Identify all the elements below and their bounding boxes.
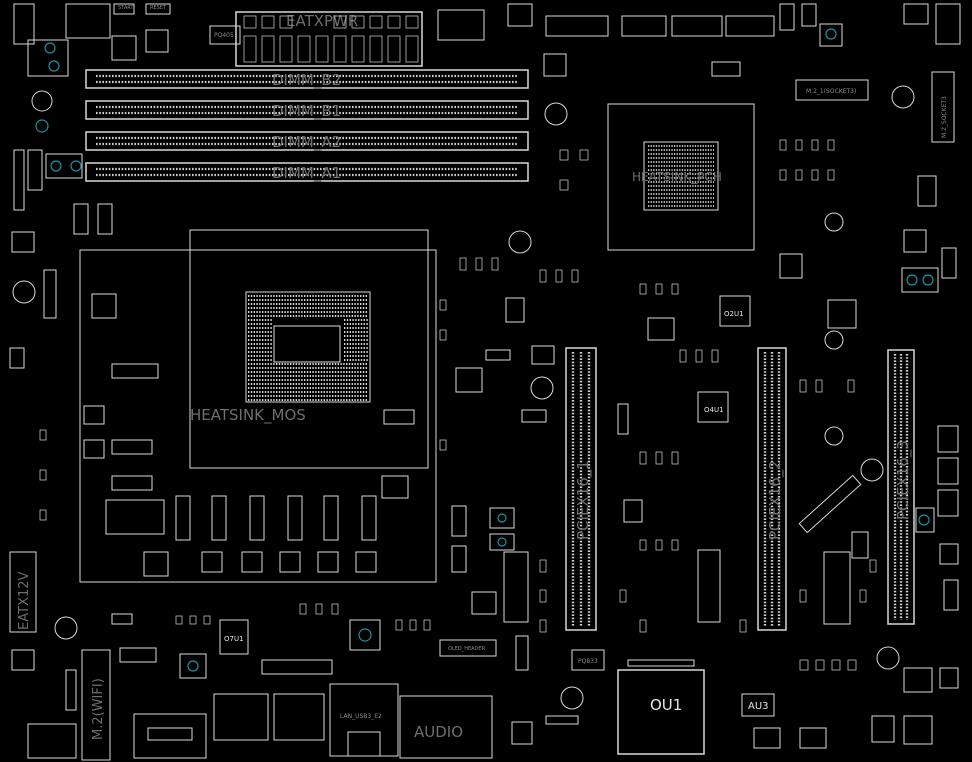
audio-label: AUDIO <box>414 723 463 741</box>
heatsink-pch-label: HEATSINK_PCH <box>632 170 722 184</box>
m2-wifi-label: M.2(WIFI) <box>91 678 106 740</box>
start-label: START <box>118 5 134 11</box>
oled-header <box>439 639 497 657</box>
pciex16-1-slot <box>565 347 597 631</box>
m2-socket3-slot <box>795 79 869 101</box>
pciex16-2-label: PCIEX16_2 <box>766 460 785 540</box>
dimm-a1-label: DIMM_A1 <box>272 164 341 183</box>
m2-socket3-label: M.2_1(SOCKET3) <box>806 88 856 95</box>
cpu-area: HEATSINK_MOS <box>79 229 437 583</box>
left-column-components: EATX12V M.2(WIFI) <box>9 90 113 761</box>
dimm-a2-slot <box>85 131 529 151</box>
pq405-label: PQ405 <box>214 32 234 39</box>
au3-label: AU3 <box>748 701 769 712</box>
dimm-b2-label: DIMM_B2 <box>272 71 341 90</box>
cpu-socket-outline <box>189 229 429 469</box>
dimm-b1-slot <box>85 100 529 120</box>
top-edge-components: START RESET PQ405 EATXPWR <box>13 3 961 77</box>
o7u1-label: O7U1 <box>224 635 244 643</box>
heatsink-mos-outline <box>79 249 437 583</box>
heatsink-mos-label: HEATSINK_MOS <box>190 406 306 425</box>
right-middle-components: O2U1 O4U1 PCIEX16_2 PCIEX16_3 <box>617 295 959 631</box>
ou1-label: OU1 <box>650 696 682 714</box>
m2-wifi-slot <box>81 649 111 761</box>
bottom-components: O7U1 LAN_USB3_E2 AUDIO OLED_HEADER PQ833… <box>111 613 959 759</box>
reset-label: RESET <box>150 5 167 11</box>
eatx12v-connector <box>9 551 37 633</box>
atx-power-connector <box>235 11 423 67</box>
pciex16-1-label: PCIEX16_1 <box>574 460 593 540</box>
pq833-label: PQ833 <box>578 658 598 665</box>
center-components: PCIEX16_1 <box>383 53 597 631</box>
passive-components <box>39 139 877 671</box>
oled-header-label: OLED_HEADER <box>448 646 486 652</box>
lan-usb-connector <box>329 683 399 757</box>
audio-connector <box>399 695 493 759</box>
pch-area: HEATSINK_PCH M.2_1(SOCKET3) M.2_SOCKET3 <box>607 61 957 350</box>
dimm-b2-slot <box>85 69 529 89</box>
eatx12v-label: EATX12V <box>17 572 32 630</box>
o4u1-label: O4U1 <box>704 406 724 414</box>
dimm-a1-slot <box>85 162 529 182</box>
dimm-a2-label: DIMM_A2 <box>272 133 341 152</box>
m2-socket-label: M.2_SOCKET3 <box>941 96 948 138</box>
pciex16-3-label: PCIEX16_3 <box>894 440 913 520</box>
pciex16-2-slot <box>757 347 787 631</box>
ou1-chip <box>617 669 705 755</box>
dimm-slots: DIMM_B2 DIMM_B1 DIMM_A2 DIMM_A1 <box>85 69 529 183</box>
o2u1-label: O2U1 <box>724 310 744 318</box>
dimm-b1-label: DIMM_B1 <box>272 102 341 121</box>
lan-usb-label: LAN_USB3_E2 <box>340 713 382 720</box>
atx-power-label: EATXPWR <box>286 12 358 30</box>
pciex16-3-slot <box>887 349 915 625</box>
heatsink-pch-outline <box>607 103 755 251</box>
